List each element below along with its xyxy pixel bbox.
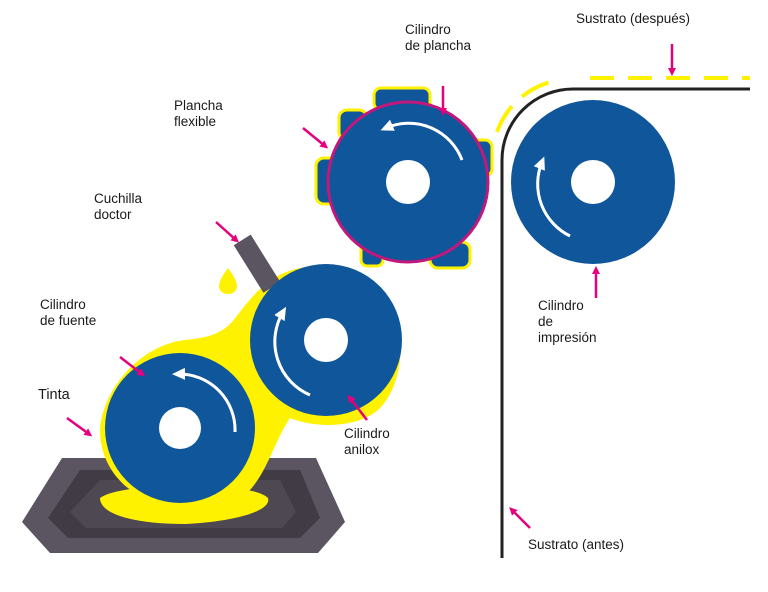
label-fountain-roller: Cilindro de fuente	[40, 297, 97, 328]
doctor-blade	[233, 234, 281, 293]
plate-cylinder	[314, 86, 494, 270]
anilox-rotation-arrow	[273, 306, 311, 397]
label-doctor-blade: Cuchilla doctor	[94, 191, 143, 222]
ink-drip	[219, 268, 237, 294]
label-plate-cylinder: Cilindro de plancha	[405, 22, 472, 53]
arrow-fountain-roller	[119, 356, 146, 377]
label-anilox-roller: Cilindro anilox	[344, 426, 390, 457]
fountain-roller	[105, 353, 255, 503]
label-substrate-before: Sustrato (antes)	[528, 537, 625, 552]
anilox-roller	[250, 264, 402, 416]
arrow-doctor-blade	[215, 221, 239, 243]
label-substrate-after: Sustrato (después)	[576, 11, 691, 26]
impression-rotation-arrow	[533, 156, 571, 238]
label-flexible-plate: Plancha flexible	[174, 98, 223, 129]
label-ink: Tinta	[38, 387, 70, 403]
arrow-ink	[66, 416, 93, 437]
label-impression-cylinder: Cilindro de impresión	[538, 298, 597, 345]
fountain-rotation-arrow	[172, 367, 237, 433]
arrow-flexible-plate	[302, 127, 329, 149]
printed-ink-curve	[495, 78, 561, 133]
arrow-anilox-roller	[347, 394, 368, 421]
pointer-arrows	[66, 44, 676, 529]
substrate	[500, 87, 750, 558]
arrow-substrate-before	[509, 507, 531, 529]
impression-cylinder	[511, 100, 675, 264]
plate-rotation-arrow	[380, 119, 464, 161]
